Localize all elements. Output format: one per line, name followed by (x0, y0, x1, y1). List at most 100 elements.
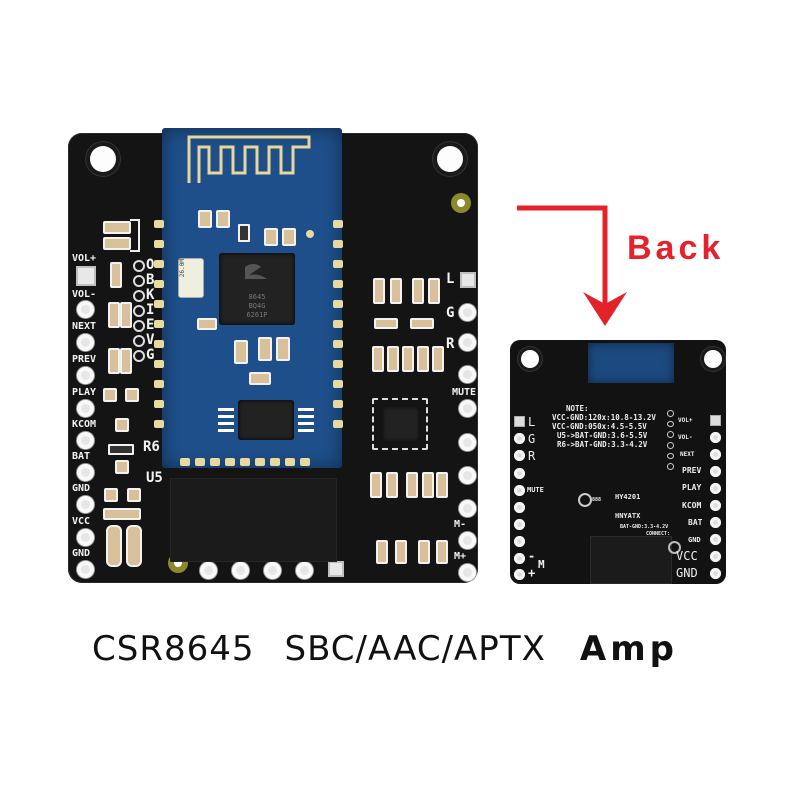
mounting-hole-top-right (437, 146, 463, 172)
smd-component (264, 228, 278, 246)
smd-pad (115, 460, 129, 474)
inner-test-points: O B K I E V G (131, 258, 171, 368)
crystal-oscillator: 26.0M (178, 258, 204, 298)
product-caption: CSR8645 SBC/AAC/APTX Amp (92, 628, 678, 670)
pin-pad (514, 519, 525, 530)
pin-pad-l (460, 272, 476, 288)
pin-pad-vol-plus (710, 415, 721, 426)
pin-pad-m-plus (459, 564, 476, 581)
r6-label: R6 (143, 439, 160, 455)
smd-capacitor (370, 472, 382, 498)
amp-label: Amp (579, 629, 678, 669)
smd-component (238, 224, 250, 242)
pin-pad-mute (514, 485, 525, 496)
pin-pad-kcom (710, 500, 721, 511)
smd-capacitor (417, 346, 429, 372)
inductor-capacitor (126, 525, 142, 567)
smd-resistor (108, 302, 120, 328)
pin-pad-l (514, 416, 525, 427)
pin-pad-play (77, 400, 94, 417)
pin-pad-vcc (710, 551, 721, 562)
mounting-hole-top-left (90, 146, 116, 172)
smd-component (282, 228, 296, 246)
pin-pad-r (514, 450, 525, 461)
bottom-pin-pad (296, 562, 313, 579)
pin-pad (514, 468, 525, 479)
smd-capacitor (374, 318, 398, 329)
pin-pad-gnd-2 (77, 561, 94, 578)
smd-capacitor (436, 472, 448, 498)
pin-pad-kcom (77, 432, 94, 449)
smd-capacitor (103, 508, 141, 520)
pin-pad (459, 500, 476, 517)
test-pad (578, 493, 592, 507)
pin-pad-bat (77, 464, 94, 481)
pin-pad (514, 502, 525, 513)
front-right-pin-header: L G R MUTE M- M+ (440, 270, 480, 585)
model-label: HY4201 (615, 493, 641, 501)
smd-component (276, 337, 290, 361)
smd-resistor (110, 262, 122, 288)
pin-pad-gnd (710, 534, 721, 545)
bottom-pin-pad (264, 562, 281, 579)
smd-resistor (428, 278, 440, 304)
front-left-pin-header: VOL+ VOL- NEXT PREV PLAY KCOM BAT GND VC… (72, 254, 132, 584)
pin-pad (459, 434, 476, 451)
smd-capacitor (422, 472, 434, 498)
chip-name: CSR8645 (92, 629, 255, 669)
test-pad (668, 541, 681, 554)
battery-connector-area (170, 478, 337, 562)
silk-text: 888 (592, 497, 602, 503)
brand-label: HNYATX (615, 512, 641, 520)
smd-resistor (120, 348, 132, 374)
r6-resistor (108, 444, 134, 455)
smd-capacitor (410, 318, 434, 329)
module-castellations-right (333, 220, 345, 450)
pin-pad-vol-minus (77, 301, 94, 318)
back-connector-area (590, 536, 672, 584)
pin-pad-gnd-2 (710, 568, 721, 579)
u5-label: U5 (146, 470, 163, 486)
module-via (306, 230, 314, 238)
pin-pad-gnd (77, 496, 94, 513)
pin-pad (459, 366, 476, 383)
smd-capacitor (406, 472, 418, 498)
pin-pad-prev (77, 367, 94, 384)
smd-component (234, 340, 248, 364)
pin-pad-bat (710, 517, 721, 528)
smd-capacitor (376, 540, 388, 564)
pin-pad-g (514, 433, 525, 444)
module-castellations-bottom (180, 458, 330, 468)
smd-capacitor (418, 540, 430, 564)
smd-component (258, 337, 272, 361)
pin-pad-mute (459, 400, 476, 417)
pcb-antenna-icon (187, 135, 311, 183)
smd-capacitor (386, 472, 398, 498)
amplifier-chip (382, 406, 420, 442)
smd-resistor (120, 302, 132, 328)
pin-pad-r (459, 334, 476, 351)
csr-logo-icon (245, 264, 267, 279)
pin-pad-prev (710, 466, 721, 477)
smd-component (216, 210, 230, 228)
smd-capacitor (387, 346, 399, 372)
amp-chip-outline (372, 398, 428, 450)
pin-pad (459, 467, 476, 484)
smd-component (198, 210, 212, 228)
flash-chip (238, 400, 294, 440)
back-label: Back (627, 229, 725, 267)
smd-component (249, 372, 271, 385)
codec-list: SBC/AAC/APTX (284, 629, 546, 669)
pin-pad-vol-plus (76, 266, 96, 286)
led-component (103, 237, 131, 250)
mounting-hole-top-right (704, 350, 722, 368)
gold-via-top-right (451, 193, 471, 213)
pin-pad-play (710, 483, 721, 494)
pin-pad (514, 536, 525, 547)
smd-resistor (108, 348, 120, 374)
module-castellations-left (154, 220, 166, 450)
back-bluetooth-module (588, 343, 674, 383)
smd-capacitor (432, 346, 444, 372)
flash-chip-pins-left (218, 408, 234, 434)
smd-pad (127, 488, 141, 502)
